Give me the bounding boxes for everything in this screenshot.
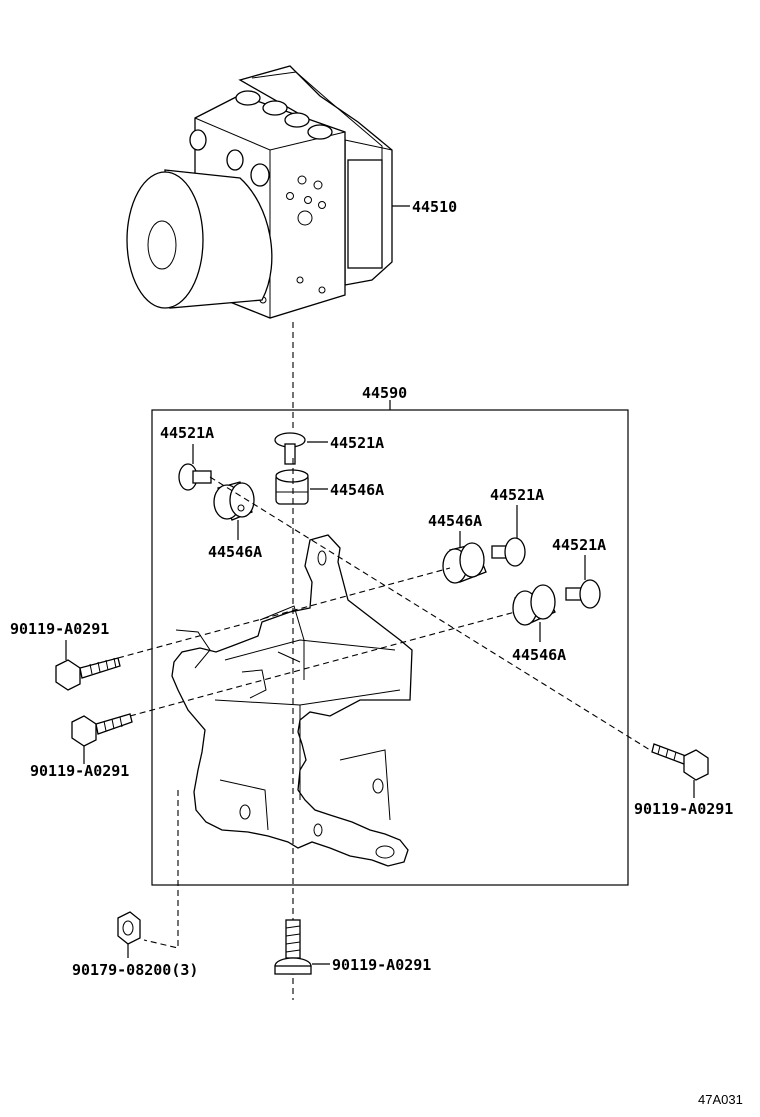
- abs-actuator[interactable]: [126, 65, 393, 319]
- label-44546a-mid: 44546A: [428, 512, 482, 530]
- nut-90179-08200[interactable]: [117, 911, 141, 945]
- label-44521a-top: 44521A: [330, 434, 384, 452]
- label-44546a-right: 44546A: [512, 646, 566, 664]
- drawing-code: 47A031: [698, 1092, 743, 1107]
- label-90119-a0291-left-lower: 90119-A0291: [30, 762, 129, 780]
- label-44546a-left: 44546A: [208, 543, 262, 561]
- bolt-90119-a0291-left-upper[interactable]: [55, 657, 121, 691]
- cushion-44546a-mid[interactable]: [442, 542, 487, 584]
- label-90179-08200: 90179-08200(3): [72, 961, 198, 979]
- bolt-90119-a0291-right-lower[interactable]: [651, 743, 709, 781]
- bolt-44521a-mid[interactable]: [491, 537, 526, 567]
- bolt-44521a-top[interactable]: [274, 432, 306, 465]
- cushion-44546a-right[interactable]: [512, 584, 556, 626]
- label-44546a-top: 44546A: [330, 481, 384, 499]
- label-44521a-left: 44521A: [160, 424, 214, 442]
- label-90119-a0291-left-upper: 90119-A0291: [10, 620, 109, 638]
- cushion-44546a-left[interactable]: [213, 481, 255, 521]
- label-44590: 44590: [362, 384, 407, 402]
- label-90119-a0291-right-lower: 90119-A0291: [634, 800, 733, 818]
- bolt-44521a-right[interactable]: [565, 579, 601, 609]
- label-44521a-mid: 44521A: [490, 486, 544, 504]
- bolt-44521a-left[interactable]: [178, 463, 212, 491]
- label-90119-a0291-bottom: 90119-A0291: [332, 956, 431, 974]
- label-44521a-right: 44521A: [552, 536, 606, 554]
- label-44510: 44510: [412, 198, 457, 216]
- bolt-90119-a0291-bottom[interactable]: [274, 919, 312, 975]
- cushion-44546a-top[interactable]: [275, 469, 309, 505]
- abs-bracket[interactable]: [171, 534, 413, 867]
- bolt-90119-a0291-left-lower[interactable]: [71, 713, 133, 747]
